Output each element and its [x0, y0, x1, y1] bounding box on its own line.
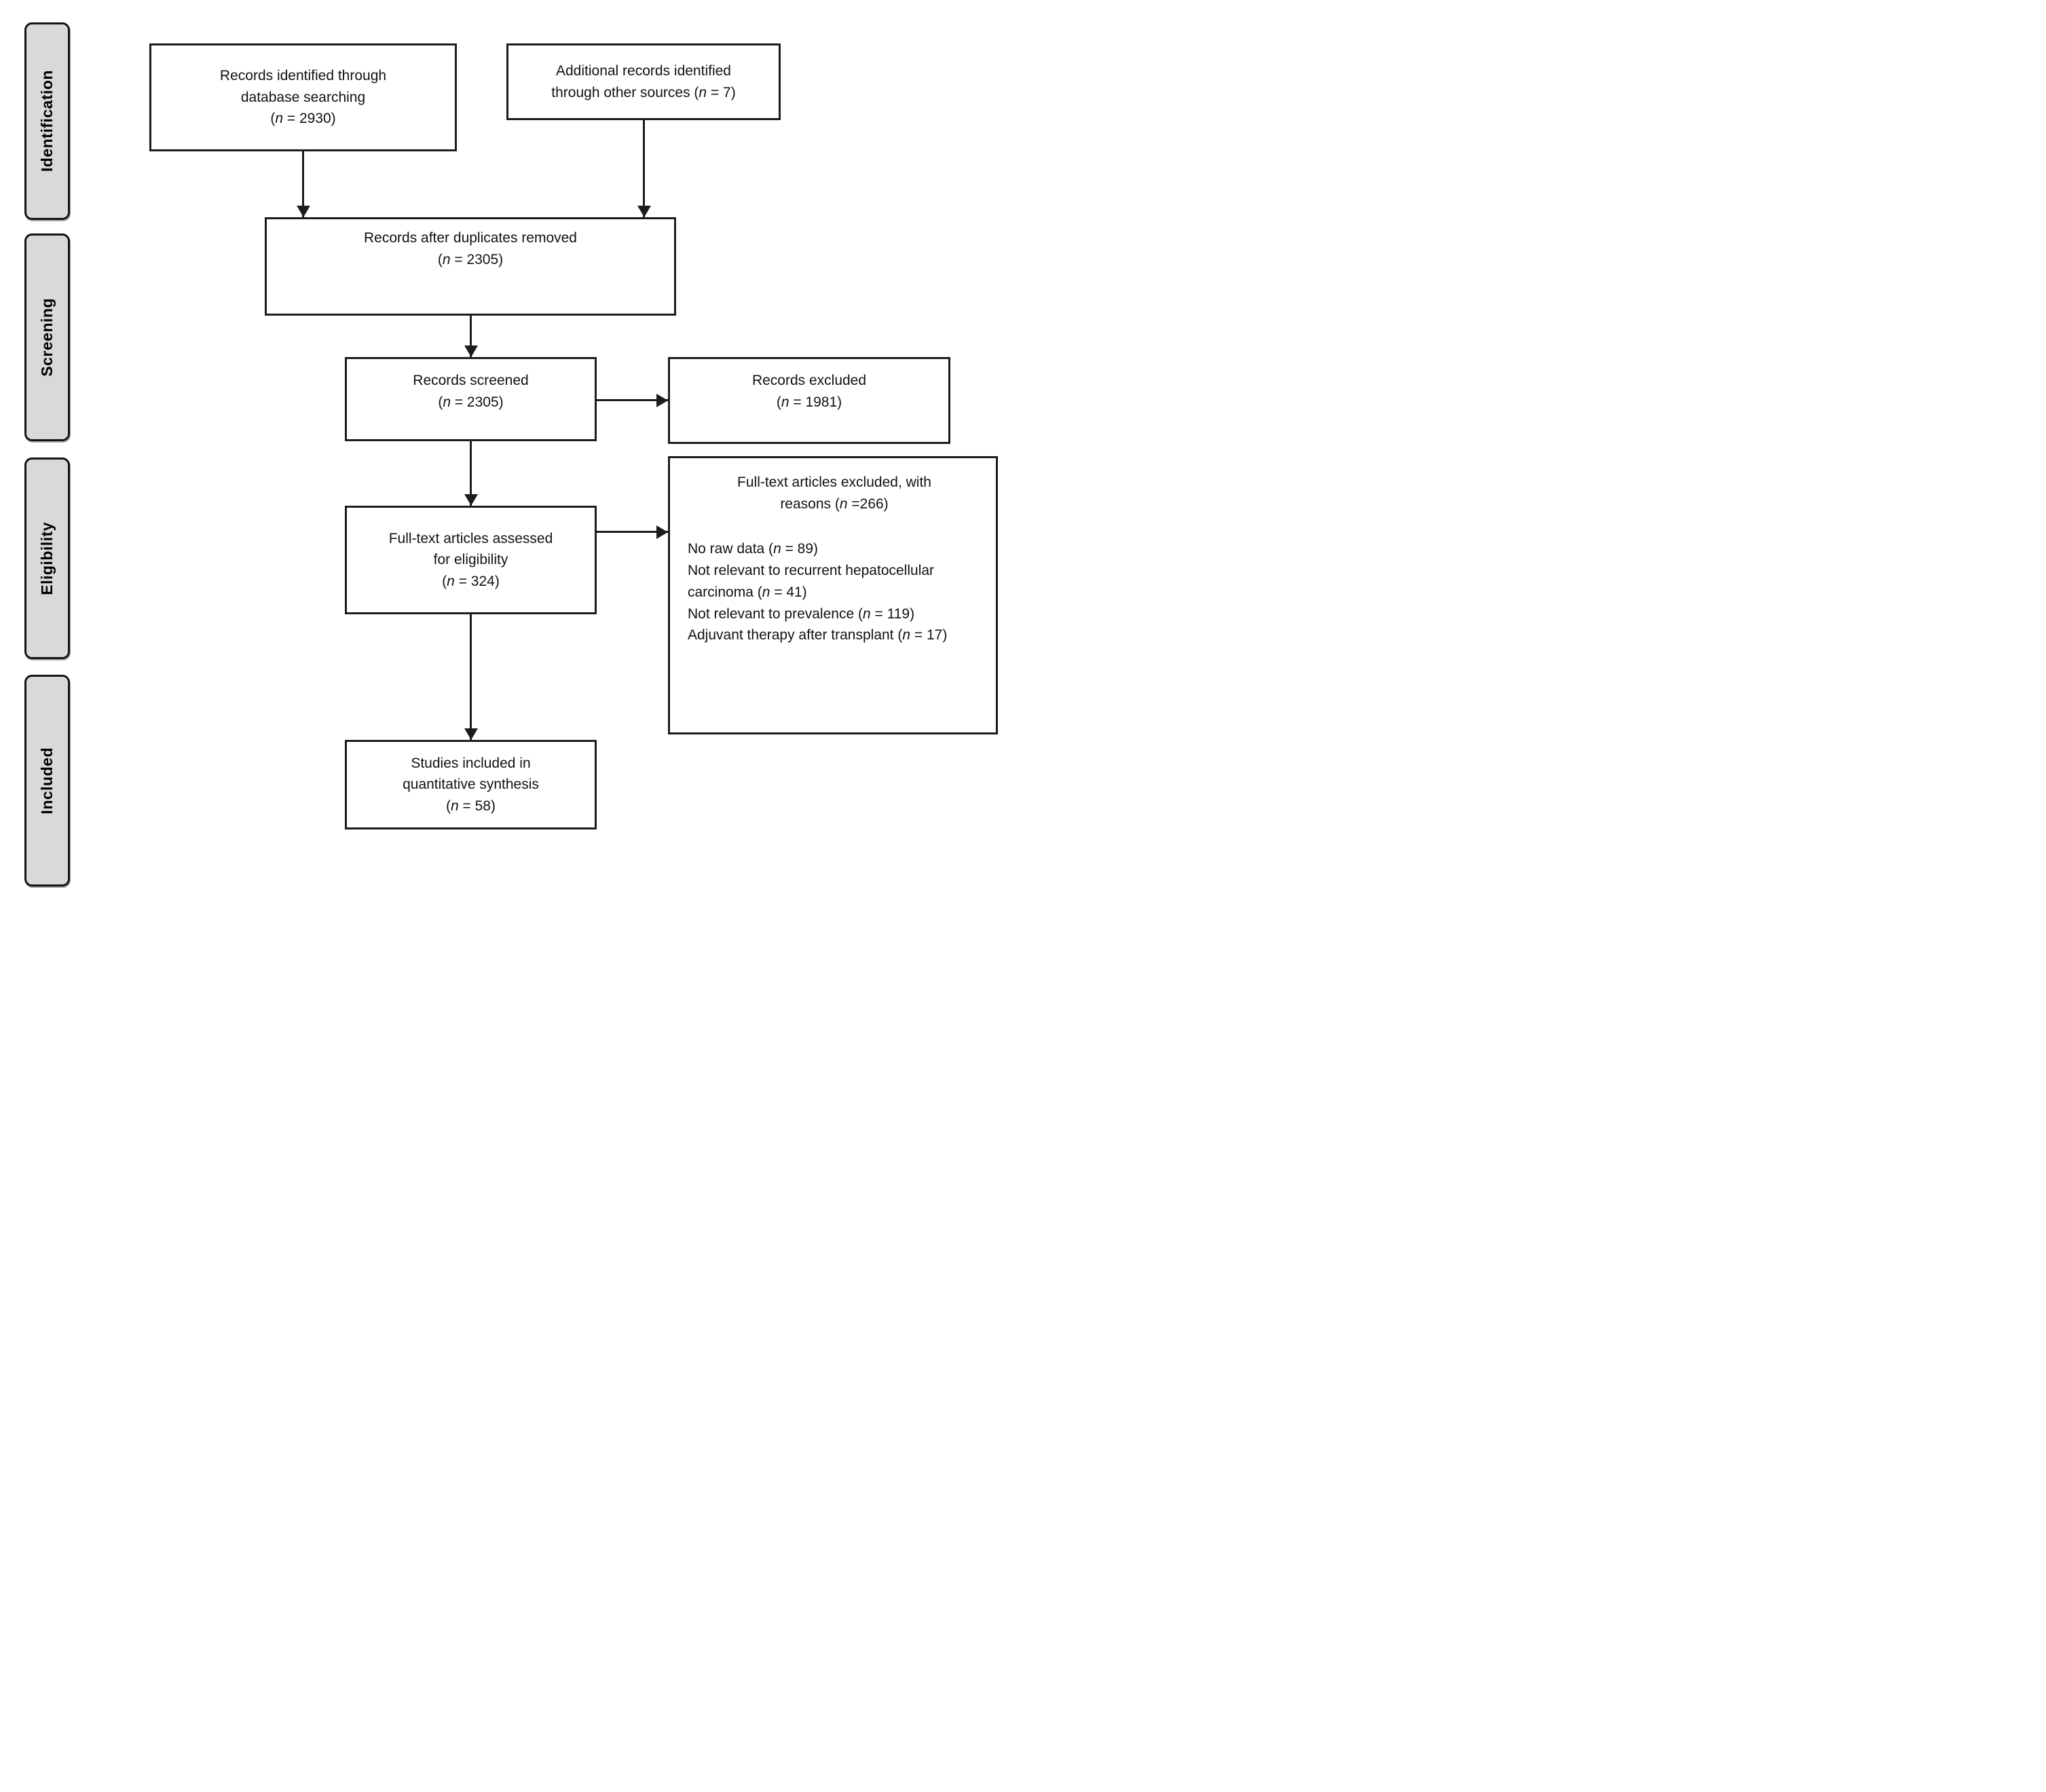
- box-records-screened-text: Records screened(n = 2305): [413, 373, 529, 410]
- arrow-duplicates-to-screened: [470, 316, 472, 357]
- arrow-database-to-duplicates: [302, 151, 304, 217]
- stage-label-identification: Identification: [24, 22, 70, 220]
- box-records-excluded-text: Records excluded(n = 1981): [751, 373, 867, 410]
- box-fulltext-excluded-reason-list: No raw data (n = 89)Not relevant to recu…: [688, 540, 948, 643]
- arrow-screened-to-excluded: [597, 399, 668, 401]
- arrow-fulltext-to-included: [470, 614, 472, 740]
- box-records-screened: Records screened(n = 2305): [345, 357, 597, 441]
- stage-label-screening: Screening: [24, 234, 70, 441]
- stage-label-included: Included: [24, 675, 70, 886]
- box-records-after-duplicates-removed: Records after duplicates removed(n = 230…: [265, 217, 676, 316]
- arrow-fulltext-to-excluded-reasons: [597, 531, 668, 533]
- stage-label-eligibility-text: Eligibility: [38, 521, 56, 595]
- box-records-after-duplicates-removed-text: Records after duplicates removed(n = 230…: [364, 230, 577, 267]
- box-records-excluded: Records excluded(n = 1981): [668, 357, 950, 444]
- stage-label-identification-text: Identification: [38, 70, 56, 172]
- prisma-flow-diagram: Identification Screening Eligibility Inc…: [0, 0, 1023, 896]
- arrow-other-sources-to-duplicates: [643, 120, 645, 217]
- stage-label-screening-text: Screening: [38, 298, 56, 377]
- stage-label-eligibility: Eligibility: [24, 458, 70, 659]
- arrow-screened-to-fulltext: [470, 441, 472, 506]
- stage-label-included-text: Included: [38, 747, 56, 815]
